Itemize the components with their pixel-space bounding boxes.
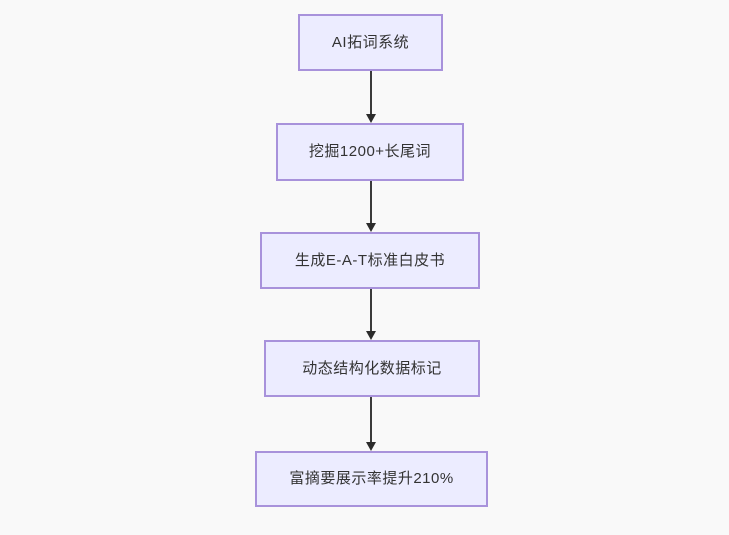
flow-edge-line-3 bbox=[370, 289, 372, 331]
flow-node-label: 动态结构化数据标记 bbox=[302, 359, 442, 377]
flow-node-longtail-mining: 挖掘1200+长尾词 bbox=[276, 123, 464, 181]
flow-edge-line-4 bbox=[370, 397, 372, 442]
flow-edge-line-2 bbox=[370, 181, 372, 223]
arrowhead-down-icon bbox=[366, 114, 376, 123]
flow-node-eat-whitepaper: 生成E-A-T标准白皮书 bbox=[260, 232, 480, 289]
flow-node-rich-snippet-result: 富摘要展示率提升210% bbox=[255, 451, 488, 507]
arrowhead-down-icon bbox=[366, 442, 376, 451]
arrowhead-down-icon bbox=[366, 223, 376, 232]
flow-node-structured-data-markup: 动态结构化数据标记 bbox=[264, 340, 480, 397]
flow-edge-line-1 bbox=[370, 71, 372, 114]
flow-node-label: AI拓词系统 bbox=[331, 33, 410, 51]
flow-node-label: 生成E-A-T标准白皮书 bbox=[294, 251, 446, 269]
flow-node-label: 挖掘1200+长尾词 bbox=[308, 143, 432, 160]
arrowhead-down-icon bbox=[366, 331, 376, 340]
flow-node-ai-keyword-system: AI拓词系统 bbox=[298, 14, 443, 71]
flow-node-label: 富摘要展示率提升210% bbox=[289, 470, 454, 487]
